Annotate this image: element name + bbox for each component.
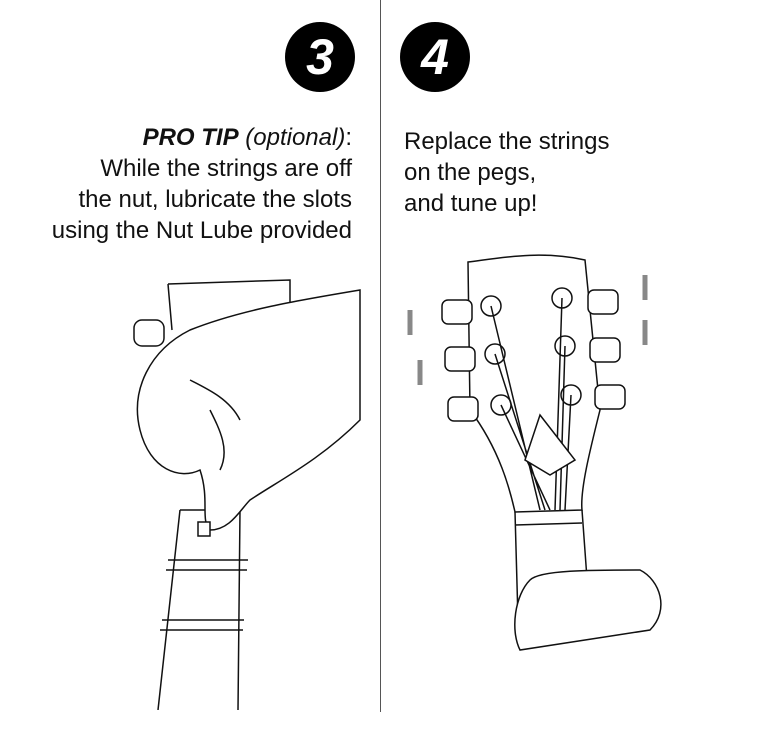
step-4-badge: 4: [400, 22, 470, 92]
pro-tip-optional: (optional): [245, 124, 346, 151]
step-4-illustration: [407, 254, 662, 651]
step-3-text: PRO TIP (optional): While the strings ar…: [52, 122, 352, 246]
tip-line: using the Nut Lube provided: [51, 217, 352, 244]
colon: :: [345, 124, 352, 151]
instr-line: and tune up!: [404, 190, 538, 217]
tip-line: the nut, lubricate the slots: [78, 186, 353, 213]
instr-line: on the pegs,: [404, 159, 537, 186]
tip-line: While the strings are off: [100, 155, 352, 182]
divider: [380, 0, 381, 712]
instr-line: Replace the strings: [404, 128, 610, 155]
step-4-text: Replace the strings on the pegs, and tun…: [404, 126, 609, 219]
pro-tip-label: PRO TIP: [142, 124, 239, 151]
step-3-badge: 3: [285, 22, 355, 92]
step-3-illustration: [133, 279, 361, 710]
